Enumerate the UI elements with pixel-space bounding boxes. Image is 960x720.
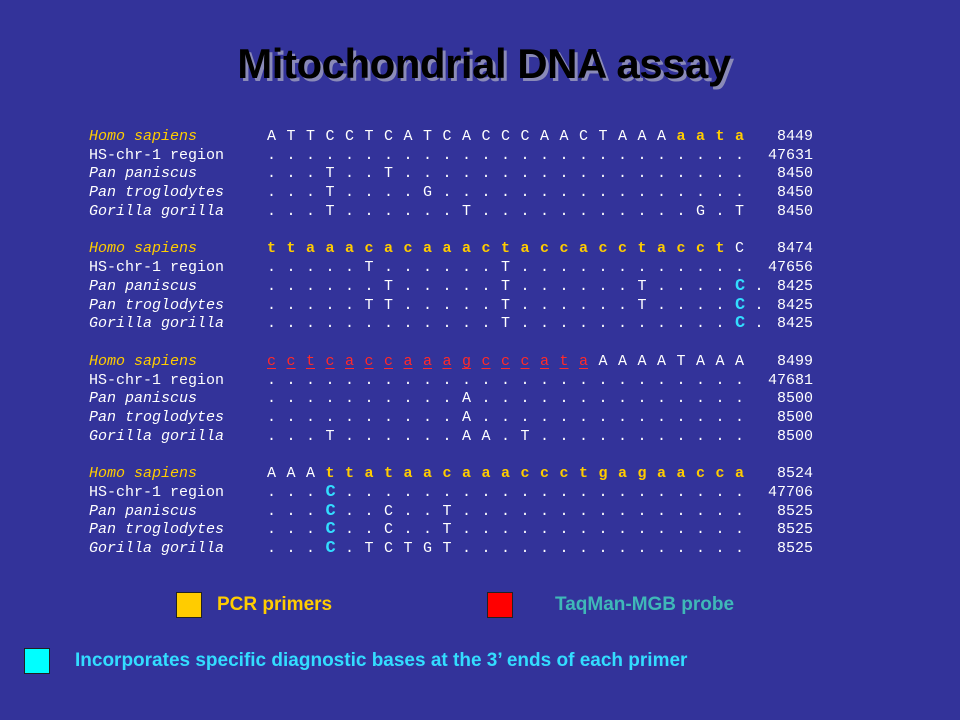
species-name: Pan troglodytes bbox=[89, 184, 225, 202]
pcr-primer-swatch bbox=[176, 592, 202, 618]
sequence-position: 8449 bbox=[776, 128, 813, 145]
sequence-position: 8525 bbox=[776, 540, 813, 558]
sequence-position: 8525 bbox=[776, 521, 813, 539]
species-name: Homo sapiens bbox=[89, 240, 198, 258]
sequence-position: 47656 bbox=[767, 259, 813, 277]
sequence: ......T.....T......T....C. bbox=[267, 276, 764, 296]
species-name: Homo sapiens bbox=[89, 128, 198, 145]
diagnostic-base-swatch bbox=[24, 648, 50, 674]
species-name: HS-chr-1 region bbox=[89, 484, 225, 501]
sequence: ......................... bbox=[267, 146, 745, 164]
sequence: ...C..C..T............... bbox=[267, 501, 745, 521]
species-name: Homo sapiens bbox=[89, 352, 198, 370]
pcr-primer-label: PCR primers bbox=[217, 594, 333, 615]
species-name: Gorilla gorilla bbox=[89, 540, 225, 558]
sequence: ..........A.............. bbox=[267, 390, 745, 408]
sequence-position: 8499 bbox=[776, 352, 813, 370]
sequence: ...T....G................ bbox=[267, 184, 745, 202]
taqman-probe-swatch bbox=[487, 592, 513, 618]
taqman-probe-label: TaqMan-MGB probe bbox=[555, 594, 735, 615]
sequence: ...C..C..T............... bbox=[267, 520, 745, 540]
species-name: Pan paniscus bbox=[89, 277, 198, 295]
sequence-position: 8525 bbox=[776, 502, 813, 520]
sequence: ...C..................... bbox=[267, 483, 745, 502]
sequence-position: 8425 bbox=[776, 277, 813, 295]
sequence-position: 8425 bbox=[776, 315, 813, 333]
species-name: Pan troglodytes bbox=[89, 408, 225, 426]
species-name: Gorilla gorilla bbox=[89, 315, 225, 333]
sequence-position: 8474 bbox=[776, 240, 813, 258]
species-name: Homo sapiens bbox=[89, 465, 198, 483]
diagnostic-base-label: Incorporates specific diagnostic bases a… bbox=[75, 650, 688, 671]
sequence-position: 47681 bbox=[767, 371, 813, 389]
species-name: Pan troglodytes bbox=[89, 296, 225, 314]
sequence-position: 8500 bbox=[776, 408, 813, 426]
sequence-position: 8450 bbox=[776, 202, 813, 220]
species-name: Pan paniscus bbox=[89, 165, 198, 183]
sequence: ...T..T.................. bbox=[267, 165, 745, 183]
species-name: Gorilla gorilla bbox=[89, 427, 225, 445]
sequence-position: 8524 bbox=[776, 465, 813, 483]
sequence: ......................... bbox=[267, 371, 745, 389]
sequence: ............T...........C. bbox=[267, 314, 764, 334]
page-title: Mitochondrial DNA assay bbox=[237, 40, 731, 87]
sequence-position: 8500 bbox=[776, 390, 813, 408]
sequence: .....T......T............ bbox=[267, 259, 745, 277]
sequence-position: 8450 bbox=[776, 184, 813, 202]
species-name: HS-chr-1 region bbox=[89, 146, 225, 164]
sequence-position: 47631 bbox=[767, 146, 813, 164]
sequence-position: 8500 bbox=[776, 427, 813, 445]
species-name: HS-chr-1 region bbox=[89, 371, 225, 389]
species-name: Pan paniscus bbox=[89, 390, 198, 408]
species-name: Pan troglodytes bbox=[89, 521, 225, 539]
sequence-position: 8425 bbox=[776, 296, 813, 314]
sequence: ...T......T...........G.T bbox=[267, 202, 745, 220]
sequence-position: 47706 bbox=[767, 484, 813, 501]
species-name: HS-chr-1 region bbox=[89, 259, 225, 277]
species-name: Pan paniscus bbox=[89, 502, 198, 520]
sequence: ..........A.............. bbox=[267, 408, 745, 426]
sequence-position: 8450 bbox=[776, 165, 813, 183]
species-name: Gorilla gorilla bbox=[89, 202, 225, 220]
